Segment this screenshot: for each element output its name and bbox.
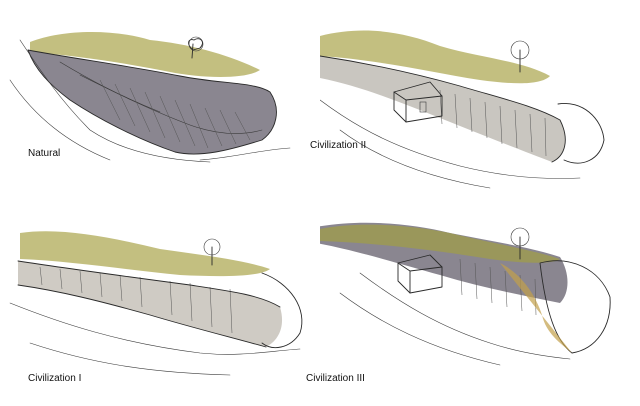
vegetation-mass [320, 224, 560, 263]
caption-civilization-iii: Civilization III [306, 373, 365, 384]
house-icon [397, 254, 443, 294]
sketch-civilization-i [9, 231, 303, 376]
house-icon [393, 81, 443, 123]
tree-icon [203, 238, 221, 266]
rock-hatching [99, 79, 251, 149]
panel-natural: Natural [0, 0, 320, 203]
sketch-civilization-iii [320, 222, 611, 366]
quarry-hatching [439, 89, 547, 157]
quarry-wall [18, 261, 283, 347]
tree-icon [510, 40, 530, 73]
vegetation-mass [30, 31, 260, 77]
caption-civilization-i: Civilization I [28, 373, 82, 384]
vegetation-mass [20, 231, 270, 277]
sketch-natural [9, 31, 291, 163]
tree-icon [510, 227, 530, 260]
panel-civilization-ii: Civilization II [310, 0, 640, 203]
rock-mass [28, 50, 277, 155]
quarry-wall [320, 56, 566, 162]
panel-civilization-iii: Civilization III [306, 203, 640, 406]
quarry-hatching [39, 266, 233, 334]
sketch-civilization-ii [320, 30, 605, 189]
vegetation-mass [320, 30, 550, 84]
panel-civilization-i: Civilization I [0, 203, 320, 406]
caption-civilization-ii: Civilization II [310, 140, 367, 151]
caption-natural: Natural [28, 148, 61, 159]
